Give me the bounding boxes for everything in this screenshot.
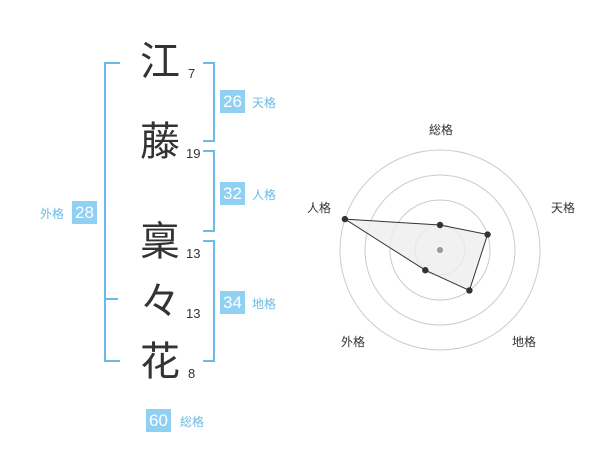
- stroke-count-3: 13: [186, 246, 201, 261]
- radar-point-chikaku: [466, 287, 473, 294]
- radar-point-jinkaku: [341, 215, 349, 223]
- stroke-count-5: 8: [188, 366, 196, 381]
- name-char-2: 藤: [140, 119, 180, 165]
- tenkaku-bracket: [203, 62, 215, 142]
- stroke-count-1: 7: [188, 66, 196, 81]
- gaikaku-label: 外格: [40, 207, 65, 221]
- radar-label-soukaku: 総格: [428, 123, 454, 137]
- radar-label-jinkaku: 人格: [306, 201, 332, 215]
- stroke-count-2: 19: [186, 146, 201, 161]
- tenkaku-label: 天格: [252, 96, 277, 110]
- radar-center-dot: [437, 247, 443, 253]
- radar-grid-ring: [389, 199, 491, 301]
- radar-grid-ring: [339, 149, 541, 351]
- chikaku-label: 地格: [252, 297, 277, 311]
- radar-point-tenkaku: [484, 231, 491, 238]
- radar-score-polygon: [344, 218, 489, 292]
- gaikaku-bracket: [104, 62, 120, 362]
- radar-label-tenkaku: 天格: [550, 201, 576, 215]
- radar-label-chikaku: 地格: [511, 335, 537, 349]
- gaikaku-bracket-tick: [104, 298, 118, 300]
- radar-point-gaikaku: [422, 267, 429, 274]
- stroke-count-4: 13: [186, 306, 201, 321]
- gaikaku-value: 28: [72, 201, 97, 224]
- soukaku-value: 60: [146, 409, 171, 432]
- name-char-4: 々: [140, 279, 180, 325]
- chikaku-value: 34: [220, 291, 245, 314]
- jinkaku-label: 人格: [252, 188, 277, 202]
- name-char-3: 稟: [140, 219, 180, 265]
- chikaku-bracket: [203, 240, 215, 362]
- soukaku-label: 総格: [180, 415, 205, 429]
- radar-grid-ring: [364, 174, 516, 326]
- jinkaku-bracket: [203, 150, 215, 232]
- name-char-1: 江: [140, 39, 180, 85]
- name-char-5: 花: [140, 339, 180, 385]
- radar-point-soukaku: [436, 221, 444, 229]
- jinkaku-value: 32: [220, 182, 245, 205]
- radar-label-gaikaku: 外格: [340, 335, 366, 349]
- tenkaku-value: 26: [220, 90, 245, 113]
